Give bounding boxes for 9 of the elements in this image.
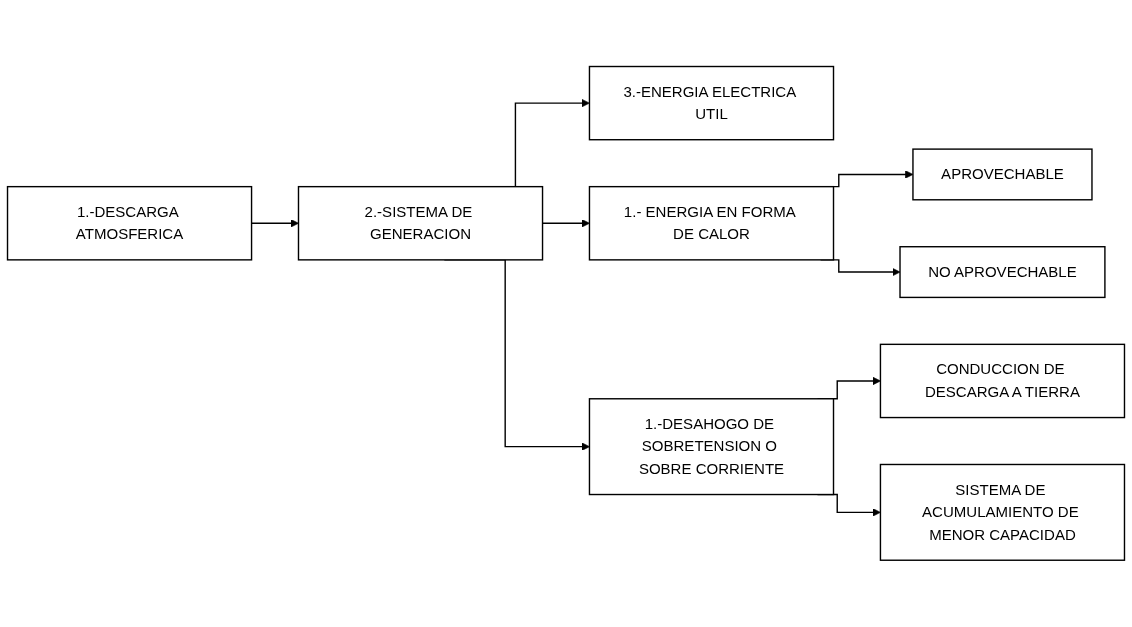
node-box: 3.-ENERGIA ELECTRICA UTIL	[588, 65, 835, 141]
node-box: NO APROVECHABLE	[899, 246, 1106, 299]
node-box: 1.-DESCARGA ATMOSFERICA	[6, 186, 253, 261]
node-box: 2.-SISTEMA DE GENERACION	[297, 186, 544, 261]
node-box: 1.-DESAHOGO DE SOBRETENSION O SOBRE CORRIENTE	[588, 398, 835, 496]
node-box: APROVECHABLE	[912, 148, 1093, 201]
node-box: SISTEMA DE ACUMULAMIENTO DE MENOR CAPACIDAD	[879, 463, 1126, 562]
node-box: CONDUCCION DE DESCARGA A TIERRA	[879, 343, 1126, 419]
node-box: 1.- ENERGIA EN FORMA DE CALOR	[588, 186, 835, 261]
